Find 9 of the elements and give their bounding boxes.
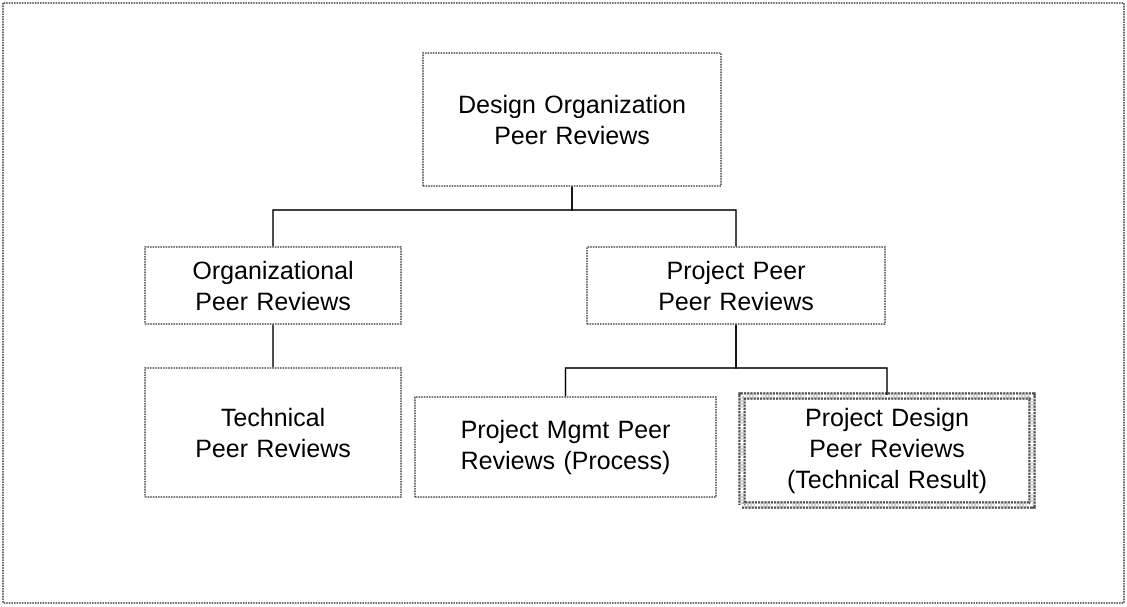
review-box: Project Design Peer Reviews (Technical Result) bbox=[738, 392, 1036, 509]
review-box: Organizational Peer Reviews bbox=[144, 246, 402, 325]
connector-line bbox=[735, 324, 888, 396]
review-box: Project Mgmt Peer Reviews (Process) bbox=[414, 396, 717, 498]
connector-line bbox=[571, 186, 737, 247]
review-box: Technical Peer Reviews bbox=[144, 367, 402, 498]
review-box: Project Peer Peer Reviews bbox=[586, 246, 886, 325]
connector-line bbox=[272, 324, 274, 368]
review-box: Design Organization Peer Reviews bbox=[422, 52, 722, 187]
